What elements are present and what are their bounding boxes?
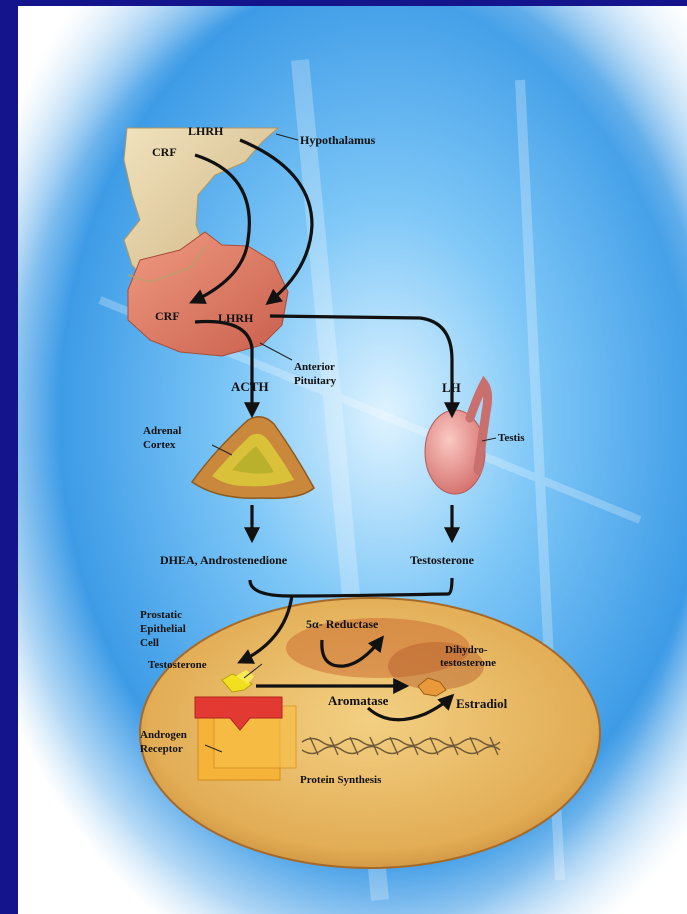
prostatic-label: Prostatic bbox=[140, 609, 182, 621]
lhrh-pituitary-label: LHRH bbox=[218, 311, 254, 325]
androgen-receptor-icon bbox=[195, 697, 296, 780]
lhrh-top-label: LHRH bbox=[188, 124, 224, 138]
cortex-label: Cortex bbox=[143, 439, 176, 451]
testis-label: Testis bbox=[498, 432, 525, 444]
protein-synthesis-label: Protein Synthesis bbox=[300, 774, 382, 786]
cell-testosterone-label: Testosterone bbox=[148, 659, 207, 671]
pituitary-label: Pituitary bbox=[294, 375, 337, 387]
dhea-label: DHEA, Androstenedione bbox=[160, 553, 288, 567]
hypothalamus-label: Hypothalamus bbox=[300, 133, 376, 147]
aromatase-label: Aromatase bbox=[328, 693, 389, 708]
epithelial-label: Epithelial bbox=[140, 623, 186, 635]
cell-label: Cell bbox=[140, 637, 159, 649]
crf-pituitary-label: CRF bbox=[155, 309, 180, 323]
crf-top-label: CRF bbox=[152, 145, 177, 159]
reductase-label: 5α- Reductase bbox=[306, 617, 379, 631]
estradiol-label: Estradiol bbox=[456, 696, 508, 711]
acth-label: ACTH bbox=[231, 379, 269, 394]
lh-label: LH bbox=[442, 380, 461, 395]
dihydro-label: Dihydro- bbox=[445, 644, 488, 656]
androgen-label: Androgen bbox=[140, 729, 187, 741]
adrenal-label: Adrenal bbox=[143, 425, 181, 437]
testosterone-label: Testosterone bbox=[410, 553, 475, 567]
receptor-label: Receptor bbox=[140, 743, 183, 755]
anterior-label: Anterior bbox=[294, 361, 335, 373]
testosterone-dihydro-label: testosterone bbox=[440, 657, 496, 669]
